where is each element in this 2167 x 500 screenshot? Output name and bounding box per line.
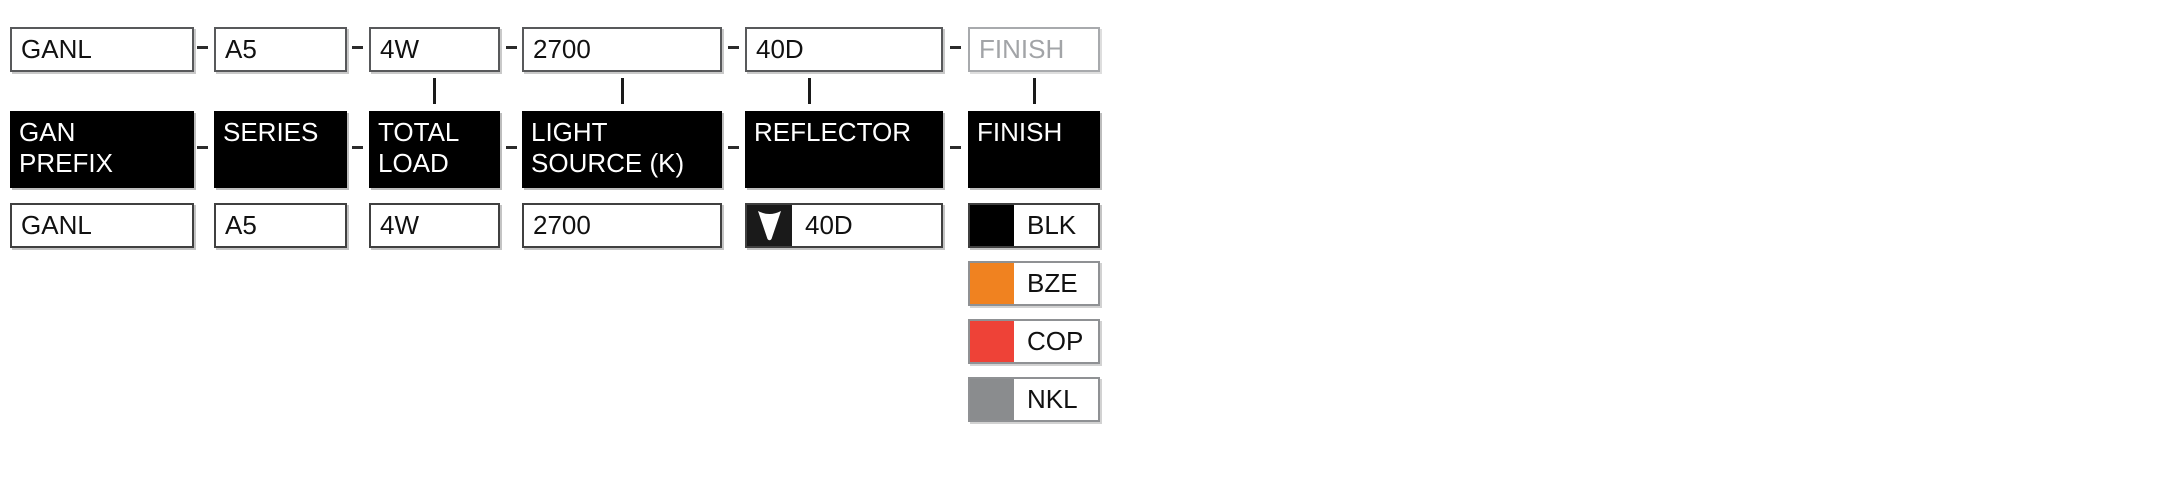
separator-dash bbox=[352, 146, 363, 149]
separator-dash bbox=[506, 46, 517, 49]
header-line: TOTAL bbox=[378, 117, 460, 147]
finish-swatch-blk bbox=[970, 205, 1014, 246]
finish-code-label: COP bbox=[1027, 326, 1084, 356]
connector-line-reflector bbox=[808, 78, 811, 104]
header-line: SERIES bbox=[223, 117, 319, 147]
value-box-reflector: 40D bbox=[745, 203, 943, 248]
separator-dash bbox=[950, 46, 961, 49]
connector-line-light-source bbox=[621, 78, 624, 104]
header-line: LOAD bbox=[378, 148, 449, 178]
finish-option-bze: BZE bbox=[968, 261, 1100, 306]
column-header-light-source: LIGHT SOURCE (K) bbox=[522, 111, 722, 188]
header-line: FINISH bbox=[977, 117, 1063, 147]
header-line: GAN bbox=[19, 117, 76, 147]
code-box-light-source: 2700 bbox=[522, 27, 722, 72]
header-line: PREFIX bbox=[19, 148, 113, 178]
reflector-beam-icon bbox=[747, 205, 792, 246]
value-box-gan-prefix: GANL bbox=[10, 203, 194, 248]
header-line: LIGHT bbox=[531, 117, 608, 147]
column-header-reflector: REFLECTOR bbox=[745, 111, 943, 188]
code-box-gan-prefix: GANL bbox=[10, 27, 194, 72]
separator-dash bbox=[728, 46, 739, 49]
value-box-series: A5 bbox=[214, 203, 347, 248]
code-box-series: A5 bbox=[214, 27, 347, 72]
connector-line-finish bbox=[1033, 78, 1036, 104]
separator-dash bbox=[506, 146, 517, 149]
separator-dash bbox=[352, 46, 363, 49]
finish-swatch-nkl bbox=[970, 379, 1014, 420]
finish-swatch-bze bbox=[970, 263, 1014, 304]
finish-option-nkl: NKL bbox=[968, 377, 1100, 422]
code-box-total-load: 4W bbox=[369, 27, 500, 72]
value-box-light-source: 2700 bbox=[522, 203, 722, 248]
code-box-finish-placeholder: FINISH bbox=[968, 27, 1100, 72]
finish-code-label: NKL bbox=[1027, 384, 1078, 414]
finish-code-label: BLK bbox=[1027, 210, 1077, 240]
separator-dash bbox=[197, 146, 208, 149]
separator-dash bbox=[197, 46, 208, 49]
header-line: REFLECTOR bbox=[754, 117, 911, 147]
column-header-series: SERIES bbox=[214, 111, 347, 188]
finish-code-label: BZE bbox=[1027, 268, 1078, 298]
column-header-total-load: TOTAL LOAD bbox=[369, 111, 500, 188]
finish-option-blk: BLK bbox=[968, 203, 1100, 248]
value-box-total-load: 4W bbox=[369, 203, 500, 248]
finish-option-cop: COP bbox=[968, 319, 1100, 364]
column-header-gan-prefix: GAN PREFIX bbox=[10, 111, 194, 188]
connector-line-total-load bbox=[433, 78, 436, 104]
code-box-reflector: 40D bbox=[745, 27, 943, 72]
reflector-value-label: 40D bbox=[805, 210, 853, 240]
finish-swatch-cop bbox=[970, 321, 1014, 362]
header-line: SOURCE (K) bbox=[531, 148, 685, 178]
separator-dash bbox=[950, 146, 961, 149]
separator-dash bbox=[728, 146, 739, 149]
column-header-finish: FINISH bbox=[968, 111, 1100, 188]
